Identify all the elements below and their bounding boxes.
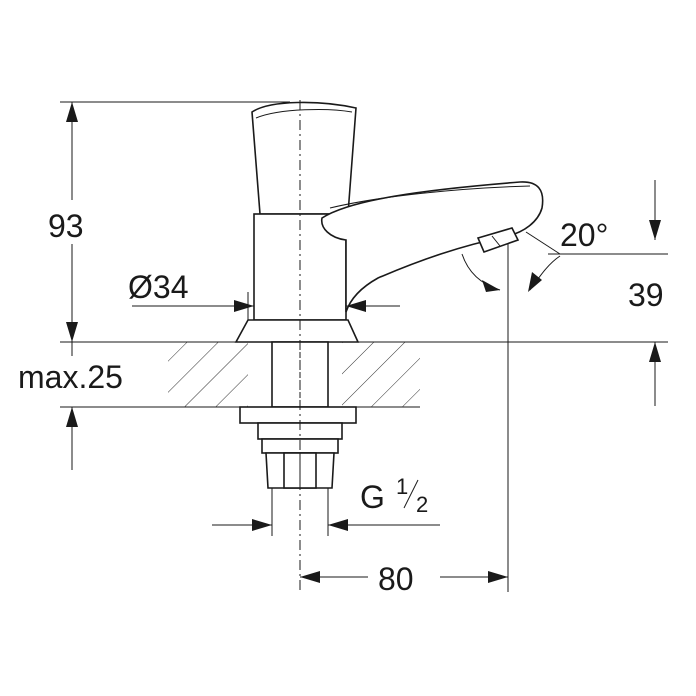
- spout-height-dimension: 39: [628, 180, 664, 406]
- height-dimension: 93: [44, 101, 290, 342]
- spout-height-label: 39: [628, 277, 664, 313]
- max-thickness-dimension: max.25: [16, 342, 164, 470]
- faucet-body: [234, 101, 544, 489]
- max-thickness-label: max.25: [18, 359, 123, 395]
- reach-dimension: 80: [300, 561, 508, 597]
- angle-dimension: 20°: [461, 217, 668, 292]
- diameter-label: Ø34: [128, 269, 188, 305]
- height-label: 93: [48, 208, 84, 244]
- thread-label-main: G: [360, 479, 385, 515]
- thread-label-numerator: 1: [396, 474, 408, 499]
- angle-label: 20°: [560, 217, 608, 253]
- spout-shape: [321, 181, 544, 313]
- handle-shape: [251, 101, 357, 215]
- thread-dimension: G 1 2: [212, 474, 440, 536]
- reach-label: 80: [378, 561, 414, 597]
- diameter-dimension: Ø34: [128, 269, 400, 320]
- aerator-shape: [476, 227, 520, 254]
- thread-label-denominator: 2: [416, 492, 428, 517]
